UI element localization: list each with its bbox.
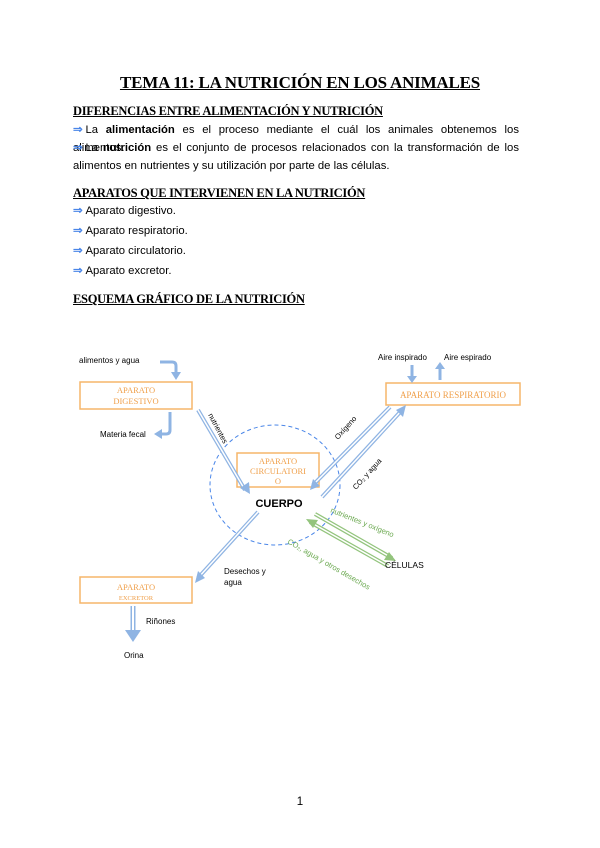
nutrition-diagram: APARATO DIGESTIVO APARATO RESPIRATORIO A… bbox=[79, 353, 521, 660]
label-excretor-1: APARATO bbox=[117, 582, 155, 592]
label-co2-otros: CO₂, agua y otros desechos bbox=[286, 537, 372, 592]
page-title: TEMA 11: LA NUTRICIÓN EN LOS ANIMALES bbox=[119, 73, 481, 92]
label-circulatorio-2: CIRCULATORI bbox=[250, 466, 306, 476]
label-circulatorio-3: O bbox=[275, 476, 281, 486]
paragraph-nutricion: ⇒La nutrición es el conjunto de procesos… bbox=[73, 142, 519, 172]
label-desechos-1: Desechos y bbox=[224, 567, 266, 576]
label-rinones: Riñones bbox=[146, 617, 175, 626]
section-heading-aparatos: APARATOS QUE INTERVIENEN EN LA NUTRICIÓN bbox=[73, 186, 366, 200]
label-alimentos: alimentos y agua bbox=[79, 356, 140, 365]
box-digestivo bbox=[79, 381, 193, 410]
label-respiratorio: APARATO RESPIRATORIO bbox=[400, 390, 507, 400]
list-item: ⇒Aparato respiratorio. bbox=[73, 225, 188, 237]
section-heading-esquema: ESQUEMA GRÁFICO DE LA NUTRICIÓN bbox=[73, 292, 305, 306]
list-item: ⇒Aparato excretor. bbox=[73, 265, 172, 277]
label-materia-fecal: Materia fecal bbox=[100, 430, 146, 439]
section-heading-diferencias: DIFERENCIAS ENTRE ALIMENTACIÓN Y NUTRICI… bbox=[73, 104, 383, 118]
body-ellipse bbox=[209, 424, 341, 546]
arrow-bullet-icon: ⇒ bbox=[73, 245, 83, 257]
box-excretor bbox=[79, 576, 193, 604]
label-cuerpo: CUERPO bbox=[255, 498, 303, 510]
box-circulatorio bbox=[236, 452, 320, 488]
label-aire-espirado: Aire espirado bbox=[444, 353, 492, 362]
arrow-materia-fecal bbox=[160, 412, 172, 436]
arrow-bullet-icon: ⇒ bbox=[73, 124, 83, 136]
list-item: ⇒Aparato circulatorio. bbox=[73, 245, 186, 257]
box-respiratorio bbox=[385, 382, 521, 406]
paragraph-alimentacion: ⇒La alimentación es el proceso mediante … bbox=[73, 124, 519, 154]
arrow-bullet-icon: ⇒ bbox=[73, 205, 83, 217]
label-aire-inspirado: Aire inspirado bbox=[378, 353, 427, 362]
arrow-bullet-icon: ⇒ bbox=[73, 225, 83, 237]
arrow-alimentos bbox=[160, 360, 178, 374]
arrow-bullet-icon: ⇒ bbox=[73, 265, 83, 277]
label-digestivo-1: APARATO bbox=[117, 385, 155, 395]
label-digestivo-2: DIGESTIVO bbox=[113, 396, 158, 406]
list-item: ⇒Aparato digestivo. bbox=[73, 205, 176, 217]
label-nutrientes-oxigeno: nutrientes y oxígeno bbox=[329, 506, 395, 540]
label-desechos-2: agua bbox=[224, 578, 242, 587]
label-circulatorio-1: APARATO bbox=[259, 456, 297, 466]
label-celulas: CÉLULAS bbox=[385, 560, 424, 570]
label-orina: Orina bbox=[124, 651, 144, 660]
label-excretor-2: EXCRETOR bbox=[119, 595, 154, 602]
label-oxigeno: Oxígeno bbox=[333, 414, 359, 441]
page-number: 1 bbox=[296, 796, 304, 808]
arrow-bullet-icon: ⇒ bbox=[73, 142, 83, 154]
